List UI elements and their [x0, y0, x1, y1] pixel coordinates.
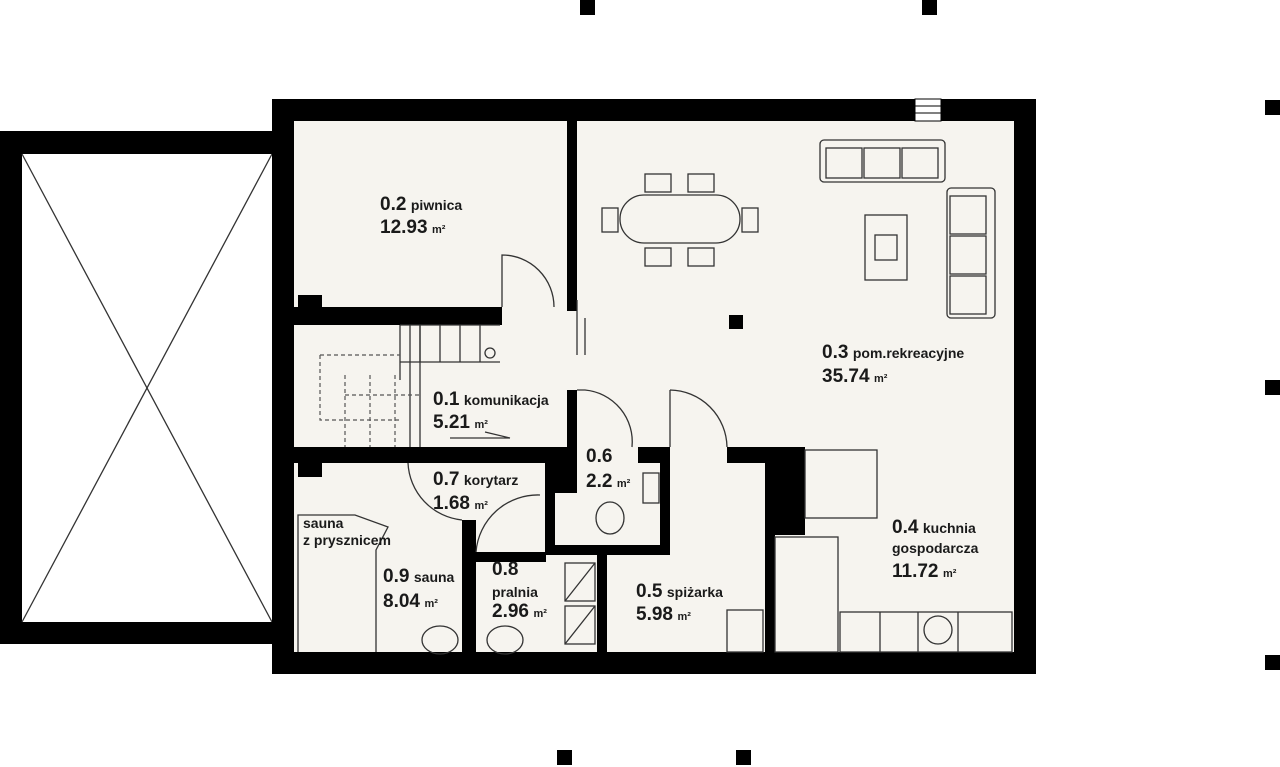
room-label-0.4: 0.4 kuchnia gospodarcza 11.72 m²	[892, 517, 979, 582]
room-label-0.8: 0.8 pralnia 2.96 m²	[492, 559, 547, 622]
room-label-0.2: 0.2 piwnica 12.93 m²	[380, 194, 462, 238]
svg-text:0.1 komunikacja: 0.1 komunikacja	[433, 389, 549, 410]
svg-text:5.21 m²: 5.21 m²	[433, 412, 488, 433]
svg-text:0.6: 0.6	[586, 446, 612, 467]
svg-text:0.3 pom.rekreacyjne: 0.3 pom.rekreacyjne	[822, 342, 964, 363]
svg-text:1.68 m²: 1.68 m²	[433, 493, 488, 514]
svg-text:2.2 m²: 2.2 m²	[586, 471, 631, 492]
room-label-0.7: 0.7 korytarz 1.68 m²	[433, 469, 518, 514]
room-label-0.5: 0.5 spiżarka 5.98 m²	[636, 581, 723, 625]
garage	[0, 131, 273, 644]
furniture	[297, 139, 1013, 655]
svg-text:8.04 m²: 8.04 m²	[383, 591, 438, 612]
svg-text:z prysznicem: z prysznicem	[303, 532, 391, 548]
doors	[407, 254, 728, 553]
walls	[272, 98, 1036, 674]
svg-text:0.9 sauna: 0.9 sauna	[383, 566, 455, 587]
svg-text:0.4 kuchnia: 0.4 kuchnia	[892, 517, 976, 538]
svg-text:11.72 m²: 11.72 m²	[892, 561, 957, 582]
svg-text:2.96 m²: 2.96 m²	[492, 601, 547, 622]
svg-text:gospodarcza: gospodarcza	[892, 540, 979, 556]
room-label-0.9: 0.9 sauna 8.04 m²	[383, 566, 455, 612]
svg-text:sauna: sauna	[303, 515, 344, 531]
stairs	[319, 324, 511, 447]
svg-text:0.2 piwnica: 0.2 piwnica	[380, 194, 462, 215]
svg-text:0.5 spiżarka: 0.5 spiżarka	[636, 581, 723, 602]
sauna-shower-label: sauna z prysznicem	[303, 515, 391, 548]
svg-text:35.74 m²: 35.74 m²	[822, 366, 888, 387]
room-label-0.6: 0.6 2.2 m²	[586, 446, 631, 492]
grid-markers	[557, 0, 1280, 765]
svg-text:pralnia: pralnia	[492, 584, 538, 600]
svg-text:0.7 korytarz: 0.7 korytarz	[433, 469, 518, 490]
room-label-0.3: 0.3 pom.rekreacyjne 35.74 m²	[822, 342, 964, 387]
svg-text:12.93 m²: 12.93 m²	[380, 217, 446, 238]
room-label-0.1: 0.1 komunikacja 5.21 m²	[433, 389, 549, 433]
svg-text:0.8: 0.8	[492, 559, 518, 580]
svg-text:5.98 m²: 5.98 m²	[636, 604, 691, 625]
